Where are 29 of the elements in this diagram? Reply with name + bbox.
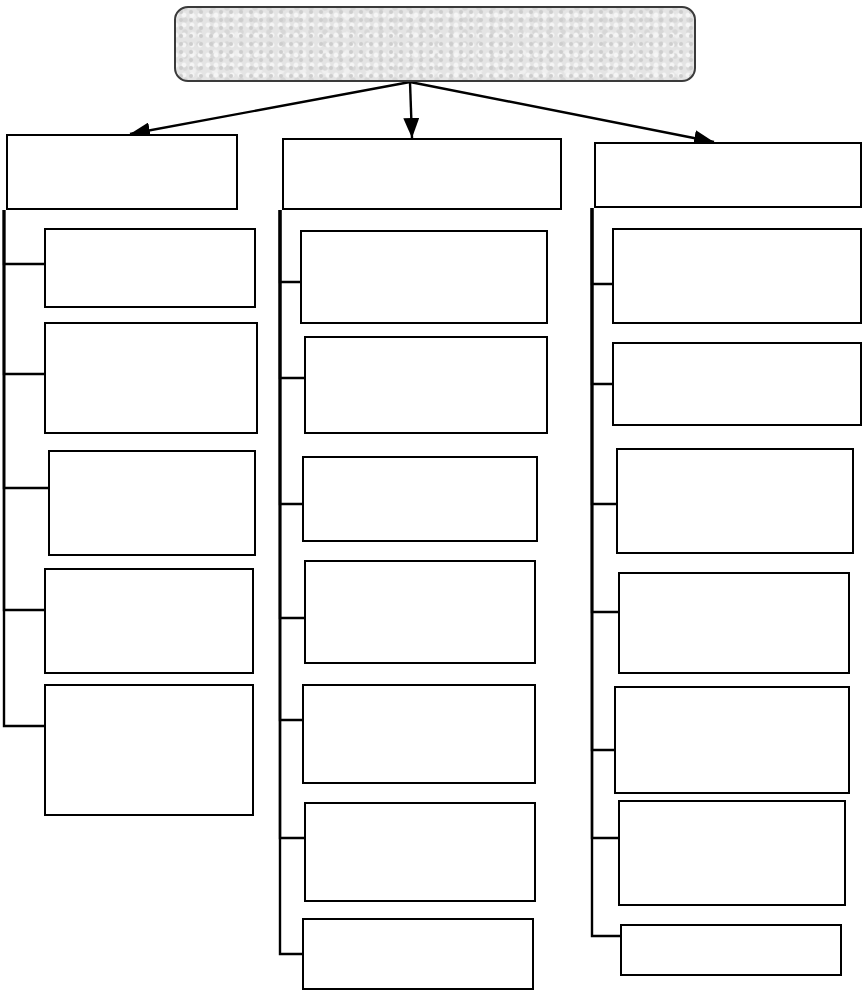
item-box [302,918,534,990]
item-box [612,342,862,426]
item-box [304,336,548,434]
item-box [614,686,850,794]
arrow [403,81,420,139]
connector-line [590,208,620,938]
arrow [129,80,411,139]
item-box [44,684,254,816]
item-box [44,228,256,308]
arrow [409,80,715,146]
category-box [282,138,562,210]
item-box [48,450,256,556]
item-box [302,684,536,784]
item-box [44,568,254,674]
category-box [594,142,862,208]
item-box [620,924,842,976]
category-box [6,134,238,210]
item-box [612,228,862,324]
item-box [44,322,258,434]
item-box [618,800,846,906]
item-box [616,448,854,554]
item-box [302,456,538,542]
item-box [300,230,548,324]
item-box [618,572,850,674]
connector-line [278,210,302,956]
item-box [304,802,536,902]
connector-line [2,210,44,728]
textured-title-box [174,6,696,82]
item-box [304,560,536,664]
